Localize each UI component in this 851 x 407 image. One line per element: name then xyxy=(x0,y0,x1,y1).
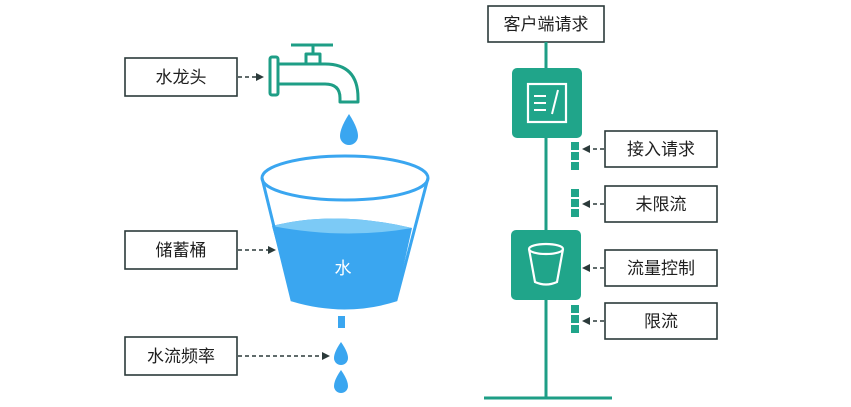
faucet-arrow-head xyxy=(256,73,264,81)
rate-arrow-head xyxy=(322,352,330,360)
faucet-label-box: 水龙头 xyxy=(124,57,238,97)
not-limited-arrow-head xyxy=(582,200,590,208)
bucket-outlet xyxy=(338,316,345,328)
client-request-box: 客户端请求 xyxy=(487,5,605,43)
bucket-icon xyxy=(260,154,430,310)
access-arrow-head xyxy=(582,145,590,153)
water-label: 水 xyxy=(335,259,352,279)
access-request-box: 接入请求 xyxy=(604,130,718,168)
limited-label: 限流 xyxy=(644,312,678,332)
limited-arrow-head xyxy=(582,317,590,325)
flow-control-box: 流量控制 xyxy=(604,249,718,287)
pen-icon xyxy=(551,89,559,115)
bucket-label-box: 储蓄桶 xyxy=(124,230,238,270)
water-drop-icon xyxy=(334,370,348,393)
bucket-arrow-head xyxy=(268,246,276,254)
flow-control-label: 流量控制 xyxy=(627,259,695,279)
request-squares-2 xyxy=(571,189,579,217)
faucet-icon xyxy=(268,43,360,104)
not-limited-label: 未限流 xyxy=(636,195,687,215)
limited-box: 限流 xyxy=(604,302,718,340)
faucet-label: 水龙头 xyxy=(156,68,207,88)
rate-label: 水流频率 xyxy=(147,347,215,367)
access-request-label: 接入请求 xyxy=(627,140,695,160)
request-squares-3 xyxy=(571,305,579,333)
water-drop-icon xyxy=(334,342,348,365)
flow-control-block xyxy=(511,230,581,300)
flow-control-arrow-head xyxy=(582,264,590,272)
client-request-label: 客户端请求 xyxy=(504,15,589,35)
water-drop-icon xyxy=(340,114,358,145)
request-document-block xyxy=(512,68,582,138)
bucket-icon xyxy=(527,248,565,286)
request-squares-1 xyxy=(571,142,579,170)
rate-label-box: 水流频率 xyxy=(124,336,238,376)
not-limited-box: 未限流 xyxy=(604,185,718,223)
bucket-label: 储蓄桶 xyxy=(156,241,207,261)
